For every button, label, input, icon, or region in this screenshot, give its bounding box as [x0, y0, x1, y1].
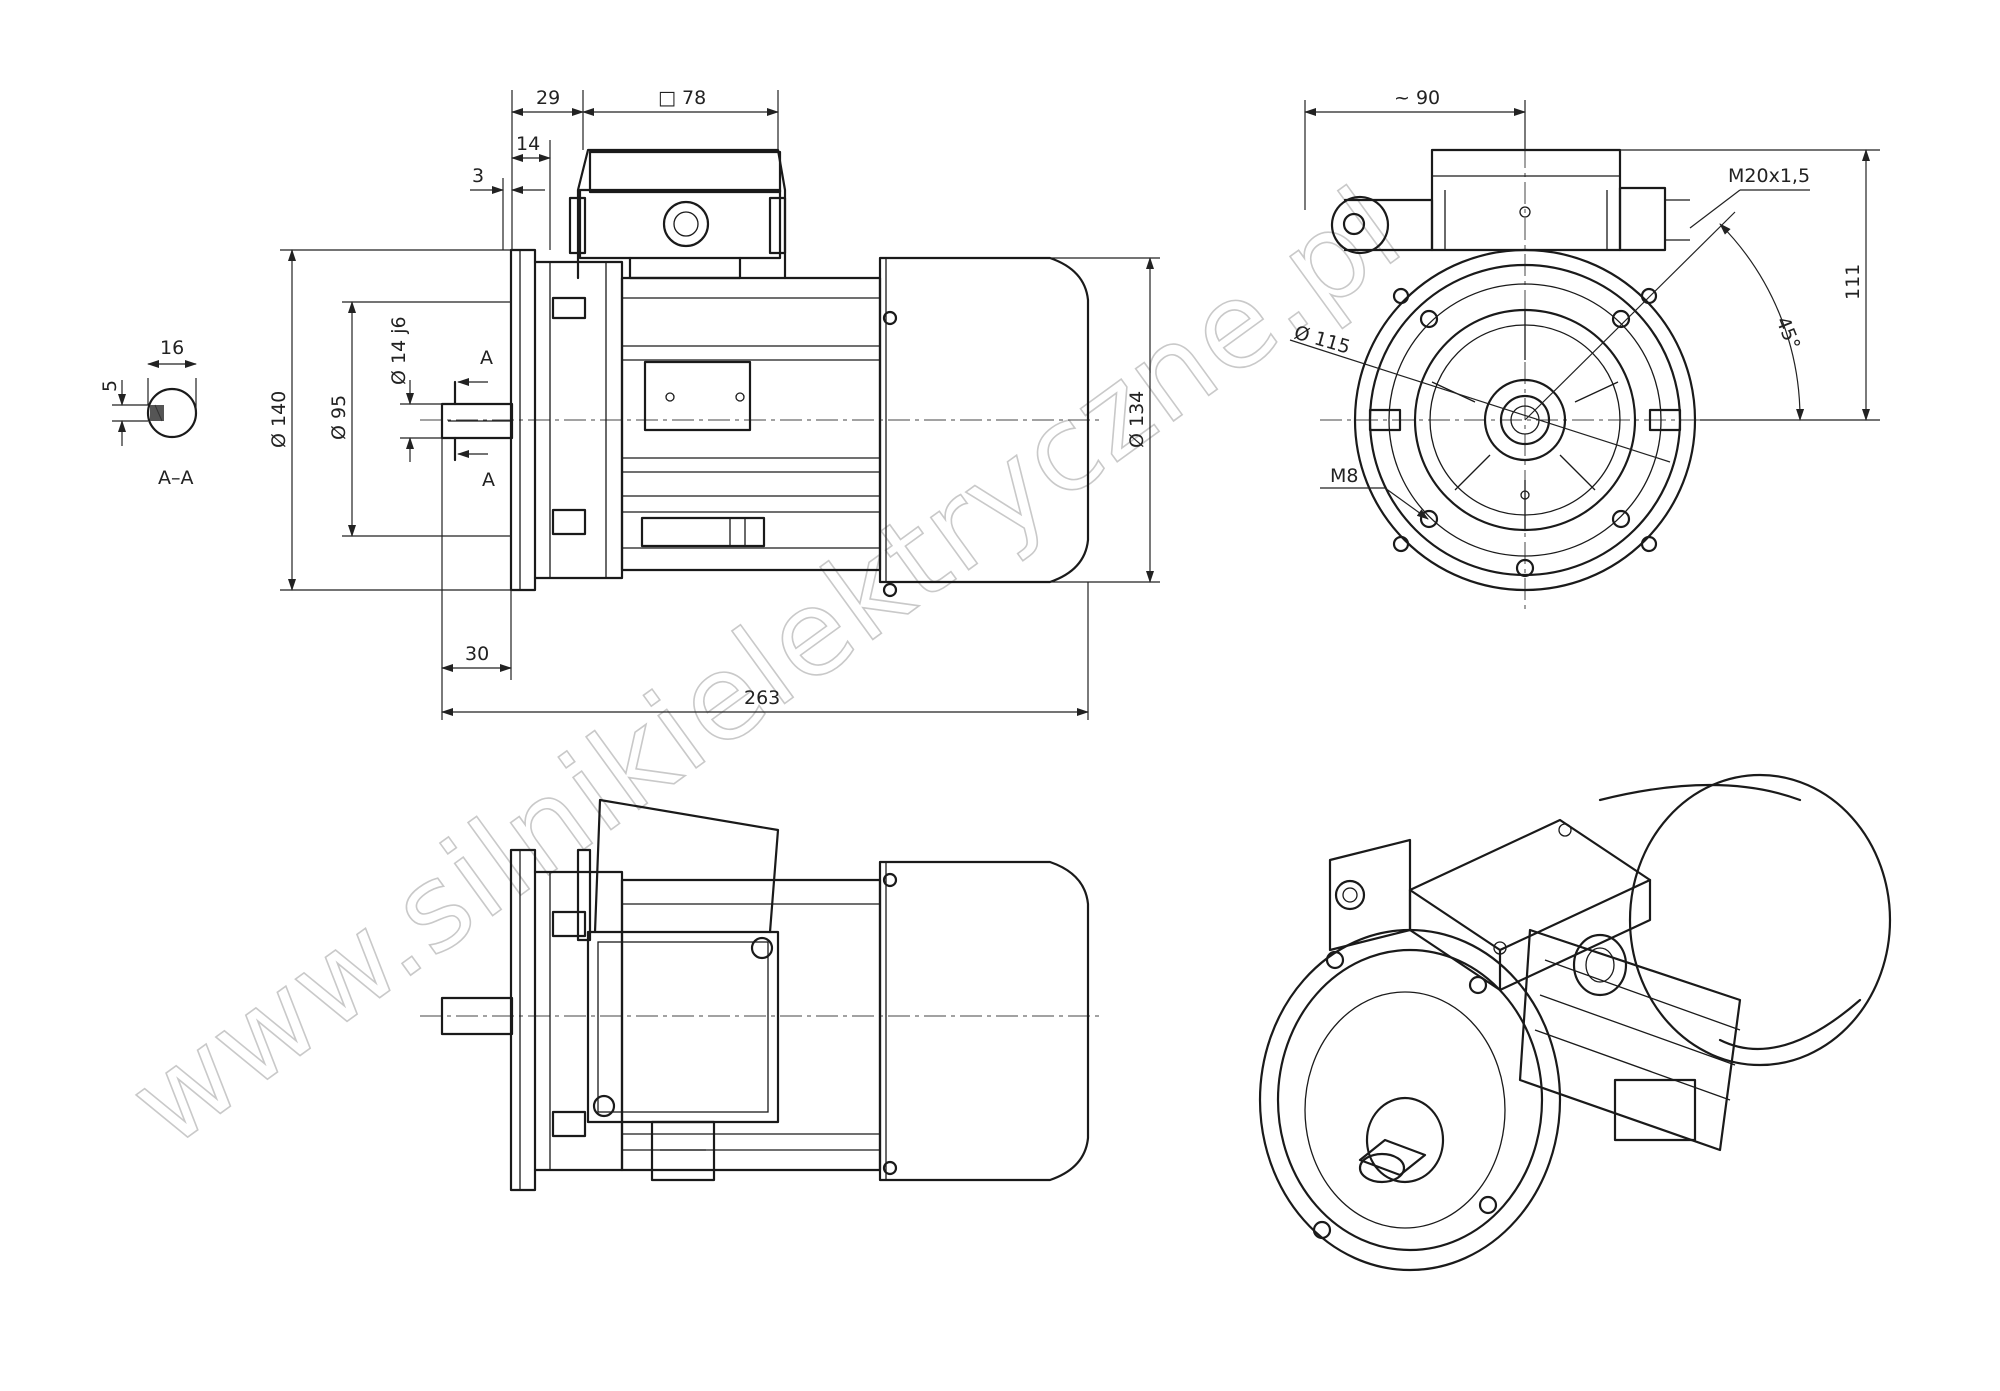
dim-square-78: □ 78 [658, 87, 706, 109]
side-view-top: 29 □ 78 14 3 Ø 140 Ø 95 Ø 14 j6 A [268, 87, 1160, 720]
label-m20: M20x1,5 [1728, 165, 1810, 187]
dim-dia-134: Ø 134 [1126, 391, 1148, 448]
dim-30: 30 [465, 643, 489, 665]
isometric-view [1258, 773, 1892, 1272]
label-angle-45: 45° [1771, 314, 1804, 353]
dim-111: 111 [1842, 264, 1864, 300]
dim-dia-95: Ø 95 [328, 395, 350, 440]
section-label-aa: A–A [158, 467, 194, 489]
dim-approx-90: ~ 90 [1394, 87, 1440, 109]
side-view-bottom [420, 798, 1100, 1192]
label-m8: M8 [1330, 465, 1358, 487]
section-aa-view: 16 5 A–A [99, 337, 198, 489]
dim-3: 3 [472, 165, 484, 187]
section-mark-a-bottom: A [482, 469, 495, 491]
dim-29: 29 [536, 87, 560, 109]
dim-key-width: 16 [160, 337, 184, 359]
dim-263: 263 [744, 687, 780, 709]
end-view: ~ 90 M20x1,5 111 45° Ø 115 M8 [1289, 87, 1880, 610]
watermark: www.silnikielektryczne.pl [105, 160, 1427, 1174]
dim-dia-14j6: Ø 14 j6 [388, 316, 410, 385]
watermark-text: www.silnikielektryczne.pl [105, 160, 1426, 1172]
dim-dia-140: Ø 140 [268, 391, 290, 448]
dim-key-depth: 5 [99, 380, 121, 392]
section-mark-a-top: A [480, 347, 493, 369]
dim-14: 14 [516, 133, 540, 155]
